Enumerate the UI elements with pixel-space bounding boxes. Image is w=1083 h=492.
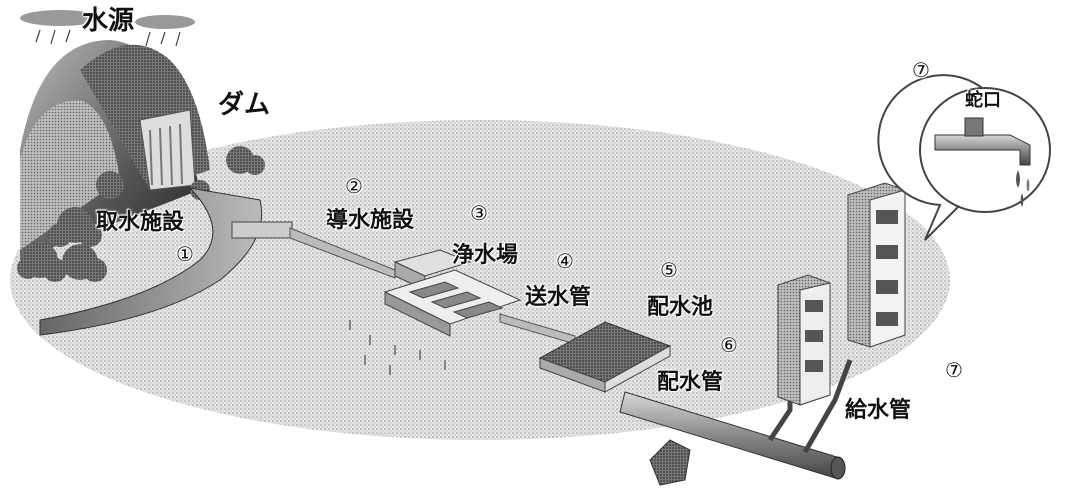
distribution-pipe bbox=[619, 391, 846, 480]
label-reservoir-number: ⑤ bbox=[660, 258, 678, 282]
dam-structure bbox=[139, 109, 196, 191]
label-purification: 浄水場 bbox=[452, 243, 519, 268]
label-intake-number: ① bbox=[176, 242, 194, 266]
label-dam: ダム bbox=[218, 90, 271, 120]
label-faucet-number: ⑦ bbox=[912, 58, 930, 82]
label-distribution-number: ⑥ bbox=[720, 333, 738, 357]
field-posts bbox=[349, 320, 446, 375]
faucet-callout bbox=[877, 74, 1051, 241]
trees bbox=[17, 146, 265, 282]
label-conveyance: 導水施設 bbox=[326, 208, 415, 233]
label-water-source: 水源 bbox=[82, 6, 135, 36]
buildings bbox=[777, 182, 906, 406]
label-distribution: 配水管 bbox=[657, 370, 724, 395]
label-purification-number: ③ bbox=[470, 201, 488, 225]
label-reservoir: 配水池 bbox=[647, 295, 714, 320]
conveyance-channel bbox=[289, 227, 396, 279]
purification-plant bbox=[383, 249, 522, 337]
label-service-pipe: 給水管 bbox=[845, 398, 912, 423]
label-faucet: 蛇口 bbox=[965, 90, 1001, 111]
rain-clouds bbox=[20, 10, 195, 47]
label-intake: 取水施設 bbox=[96, 210, 185, 235]
intake-structure bbox=[231, 221, 293, 239]
river bbox=[39, 187, 263, 336]
label-transmission-number: ④ bbox=[556, 249, 574, 273]
label-service-pipe-number: ⑦ bbox=[945, 358, 963, 382]
pump-device bbox=[649, 439, 691, 486]
distribution-reservoir bbox=[538, 321, 672, 393]
label-transmission: 送水管 bbox=[525, 285, 592, 310]
label-conveyance-number: ② bbox=[345, 174, 363, 198]
